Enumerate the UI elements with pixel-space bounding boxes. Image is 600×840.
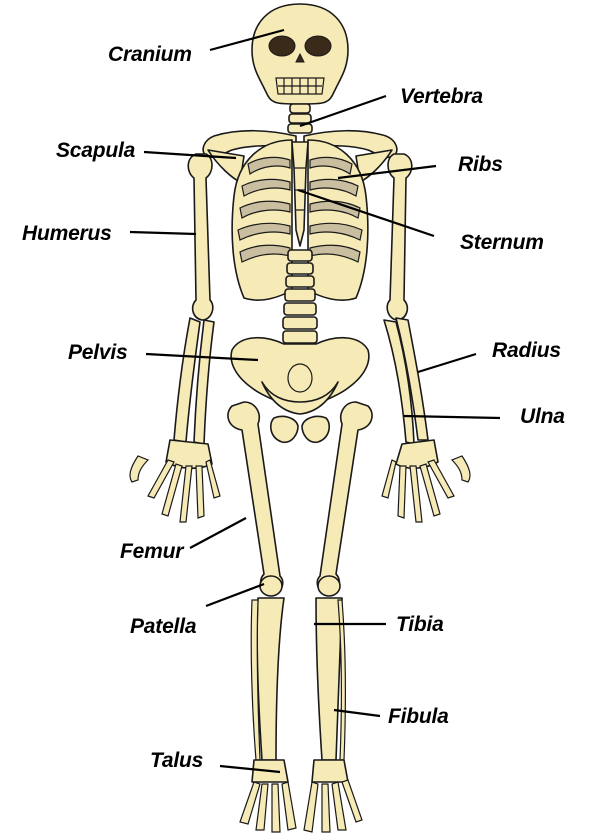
talus-pointer bbox=[219, 764, 281, 774]
label-cranium: Cranium bbox=[108, 43, 192, 66]
left-leg bbox=[227, 401, 297, 833]
sternum-pointer bbox=[297, 188, 435, 238]
label-femur: Femur bbox=[120, 540, 184, 563]
left-foot bbox=[239, 781, 297, 833]
ribs-pointer bbox=[337, 164, 437, 180]
label-pointers bbox=[129, 28, 501, 774]
left-arm bbox=[129, 153, 221, 523]
label-ribs: Ribs bbox=[458, 153, 503, 176]
pelvis-pointer bbox=[145, 352, 259, 362]
patella-pointer bbox=[205, 582, 265, 608]
cervical-spine bbox=[287, 103, 313, 134]
skull bbox=[251, 3, 349, 105]
cranium-pointer bbox=[209, 28, 285, 52]
right-foot bbox=[303, 779, 363, 833]
radius-pointer bbox=[417, 352, 477, 374]
label-talus: Talus bbox=[150, 749, 204, 772]
label-fibula: Fibula bbox=[388, 705, 449, 728]
vertebra-pointer bbox=[299, 94, 387, 128]
lumbar-spine bbox=[282, 249, 318, 344]
label-scapula: Scapula bbox=[56, 139, 136, 162]
label-patella: Patella bbox=[130, 615, 197, 638]
label-tibia: Tibia bbox=[396, 613, 444, 636]
femur-pointer bbox=[189, 517, 247, 549]
humerus-pointer bbox=[129, 230, 197, 236]
right-leg bbox=[303, 401, 373, 833]
fibula-pointer bbox=[333, 708, 381, 718]
left-hand bbox=[129, 455, 221, 523]
rib-cage bbox=[231, 139, 369, 301]
label-humerus: Humerus bbox=[22, 222, 112, 245]
label-vertebra: Vertebra bbox=[400, 85, 483, 108]
ulna-pointer bbox=[403, 414, 501, 420]
label-radius: Radius bbox=[492, 339, 561, 362]
right-arm bbox=[381, 153, 471, 523]
pelvis-bone bbox=[230, 337, 370, 444]
label-ulna: Ulna bbox=[520, 405, 565, 428]
label-sternum: Sternum bbox=[460, 231, 544, 254]
scapula-pointer bbox=[143, 150, 237, 160]
right-hand bbox=[381, 455, 471, 523]
label-pelvis: Pelvis bbox=[68, 341, 128, 364]
